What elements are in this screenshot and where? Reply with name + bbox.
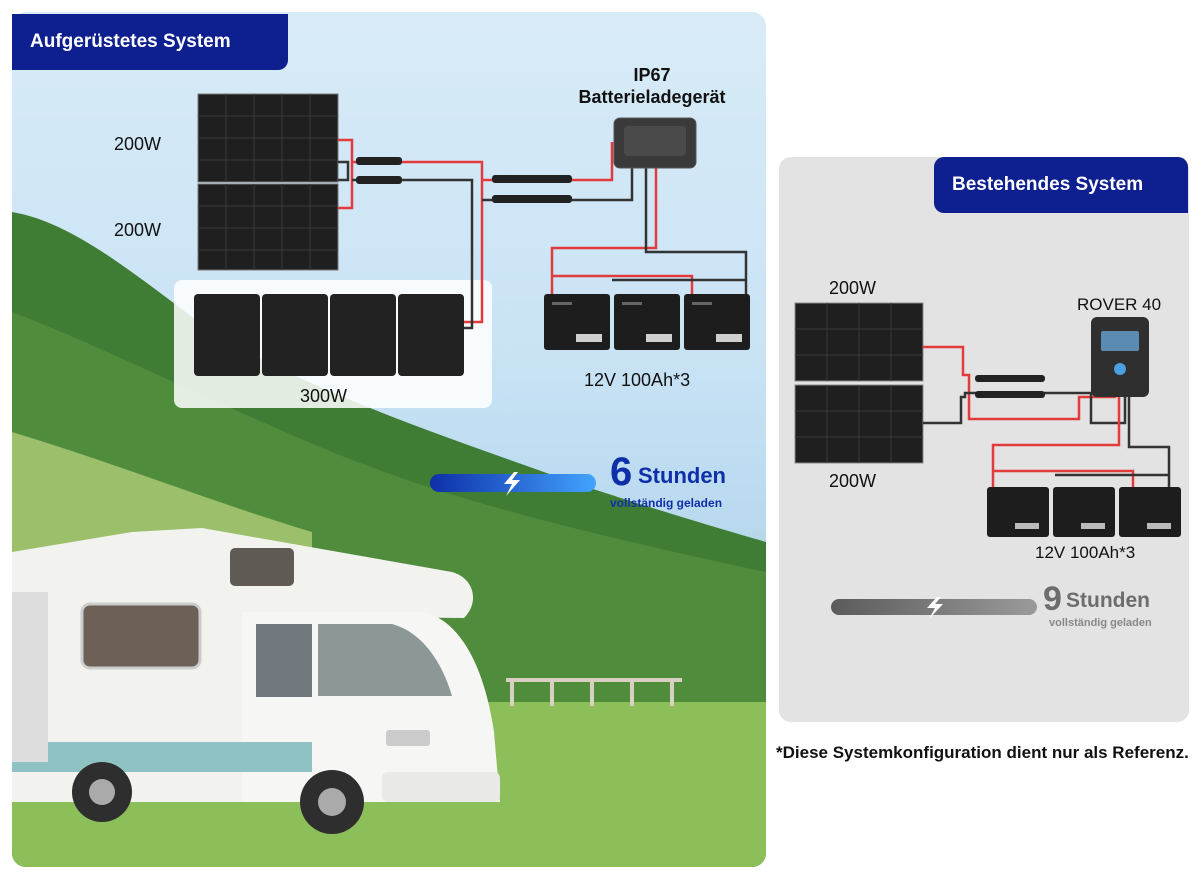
battery-bank-existing (987, 487, 1181, 537)
reference-footnote: *Diese Systemkonfiguration dient nur als… (776, 743, 1189, 762)
existing-charge-hours-caption: vollständig geladen (1049, 617, 1152, 629)
panel-top-watt-label: 200W (114, 134, 162, 154)
camper-van-illustration (12, 528, 500, 834)
portable-panel-watt-label: 300W (300, 386, 348, 406)
rover-40-label: ROVER 40 (1077, 295, 1162, 314)
existing-charge-hours-number: 9 (1043, 580, 1062, 618)
portable-solar-panel-300w (194, 294, 464, 376)
panel-bottom-watt-label: 200W (114, 220, 162, 240)
existing-charge-hours-unit: Stunden (1066, 589, 1150, 612)
existing-system-panel: 200W 200W ROVER 40 12V 100Ah*3 9 Stunden… (779, 157, 1189, 722)
charge-hours-caption: vollständig geladen (610, 496, 723, 510)
upgraded-system-panel: 200W 200W 300W IP67 Batterieladegerät 12… (12, 12, 766, 867)
existing-battery-bank-label: 12V 100Ah*3 (1035, 543, 1136, 562)
charge-hours-unit: Stunden (638, 463, 726, 488)
fence (506, 678, 682, 706)
solar-panel-existing-bottom (794, 384, 924, 464)
existing-wiring (923, 345, 1171, 487)
ip67-battery-charger-device (613, 117, 697, 169)
rover-40-controller-device (1091, 317, 1149, 397)
lightning-icon (504, 472, 520, 496)
existing-system-diagram (794, 302, 1181, 619)
solar-panel-200w-top (197, 93, 339, 183)
battery-bank-upgraded (544, 294, 750, 350)
existing-system-badge: Bestehendes System (934, 157, 1188, 213)
charger-label: IP67 Batterieladegerät (532, 64, 766, 108)
mc4-connectors (356, 157, 572, 203)
lightning-icon-existing (927, 597, 943, 619)
camper-scene-background (12, 93, 766, 867)
charger-label-rating: IP67 (633, 65, 671, 85)
charge-hours-number: 6 (610, 450, 633, 494)
existing-panel-top-watt-label: 200W (829, 278, 877, 298)
solar-panel-200w-bottom (197, 183, 339, 271)
charger-label-name: Batterieladegerät (578, 87, 726, 107)
battery-bank-label: 12V 100Ah*3 (584, 370, 691, 390)
solar-panel-existing-top (794, 302, 924, 382)
existing-mc4-connectors (975, 375, 1045, 398)
existing-panel-bottom-watt-label: 200W (829, 471, 877, 491)
upgraded-system-badge: Aufgerüstetes System (12, 14, 288, 70)
